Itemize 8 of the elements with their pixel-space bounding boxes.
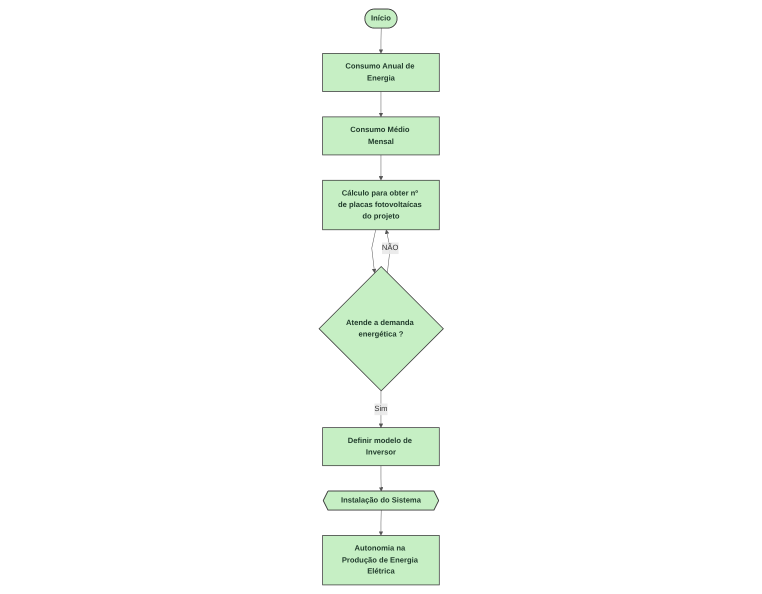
arrow — [378, 510, 383, 536]
arrow — [378, 91, 383, 118]
arrow — [378, 465, 384, 492]
arrow — [384, 230, 390, 274]
arrow — [378, 28, 383, 54]
arrow — [371, 230, 376, 274]
arrow — [378, 154, 383, 180]
arrow — [378, 390, 383, 428]
